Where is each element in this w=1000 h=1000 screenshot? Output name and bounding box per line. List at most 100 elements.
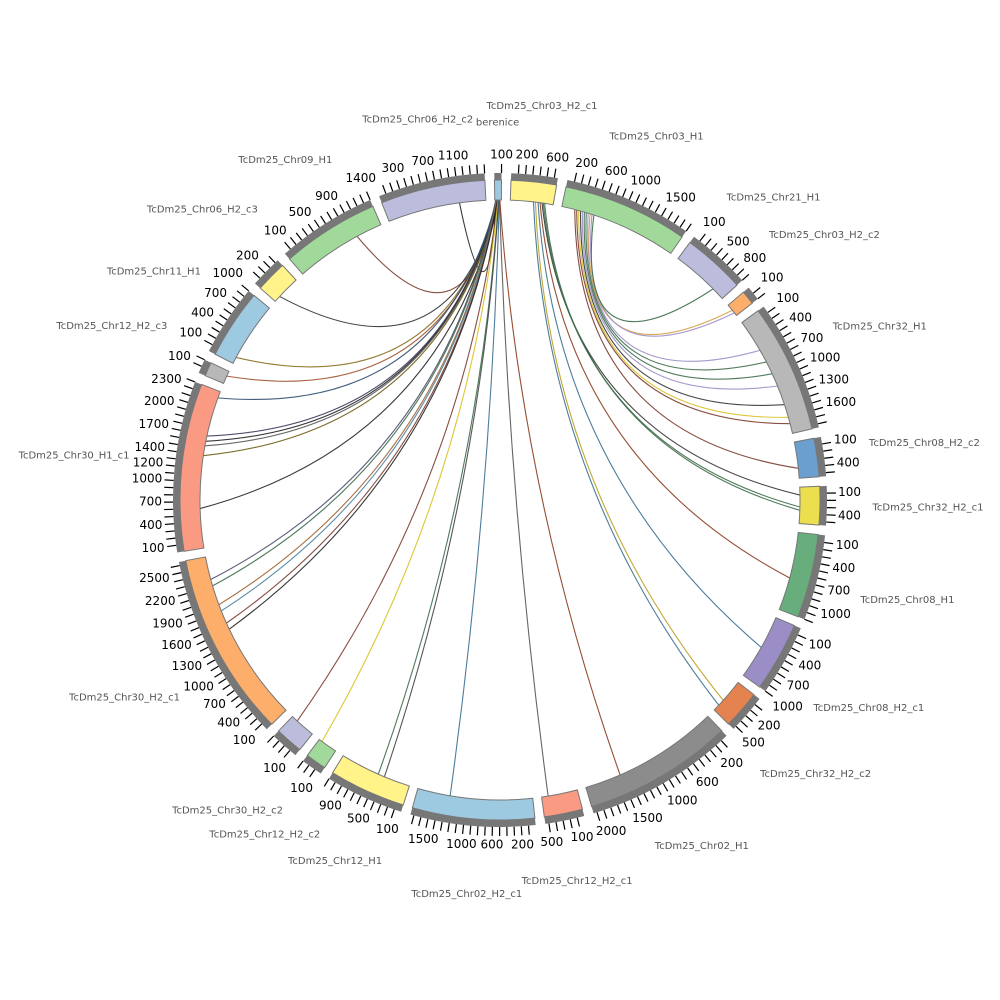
- segment-TcDm25_Chr30_H2_c1[interactable]: [170, 556, 287, 731]
- tick-mark: [165, 471, 175, 474]
- tick-mark: [616, 804, 622, 814]
- segment-block[interactable]: [381, 179, 487, 222]
- segment-TcDm25_Chr09_H1[interactable]: [284, 191, 382, 275]
- segment-block[interactable]: [277, 715, 313, 751]
- tick-mark: [164, 479, 174, 482]
- segment-block[interactable]: [509, 179, 558, 206]
- segment-block[interactable]: [493, 179, 502, 201]
- segment-TcDm25_Chr32_H2_c2[interactable]: [713, 681, 763, 733]
- tick-mark: [610, 807, 615, 817]
- segment-block[interactable]: [741, 310, 813, 434]
- segment-TcDm25_Chr03_H2_c1[interactable]: [509, 164, 558, 206]
- tick-mark: [389, 182, 394, 192]
- segment-block[interactable]: [677, 241, 738, 300]
- segment-TcDm25_Chr12_H2_c3[interactable]: [193, 355, 230, 385]
- tick-mark: [687, 767, 694, 776]
- link-ribbon: [590, 214, 714, 323]
- segment-block[interactable]: [185, 556, 287, 725]
- segment-TcDm25_Chr03_H2_c2[interactable]: [727, 287, 766, 317]
- tick-mark: [692, 763, 700, 772]
- segment-TcDm25_Chr06_H2_c2[interactable]: [379, 164, 487, 222]
- segment-axis-band: [328, 772, 404, 812]
- tick-mark: [780, 666, 790, 673]
- segment-TcDm25_Chr02_H1[interactable]: [585, 715, 728, 822]
- tick-mark: [181, 392, 191, 397]
- segment-TcDm25_Chr30_H1_c1[interactable]: [164, 378, 221, 553]
- tick-label: 100: [376, 822, 399, 836]
- tick-label: 1000: [183, 680, 214, 694]
- tick-mark: [710, 242, 718, 251]
- segment-TcDm25_Chr06_H2_c3[interactable]: [252, 255, 297, 303]
- segment-TcDm25_Chr08_H2_c2[interactable]: [793, 436, 835, 479]
- tick-label: 200: [575, 156, 598, 170]
- tick-label: 2300: [151, 372, 182, 386]
- segment-block[interactable]: [288, 205, 382, 275]
- tick-mark: [816, 413, 826, 418]
- tick-mark: [468, 165, 471, 175]
- segment-TcDm25_Chr12_H1[interactable]: [323, 755, 410, 819]
- segment-TcDm25_Chr32_H2_c1[interactable]: [798, 485, 837, 526]
- tick-mark: [219, 314, 228, 321]
- tick-mark: [784, 660, 793, 666]
- link-ribbon: [544, 203, 800, 511]
- tick-mark: [823, 549, 833, 552]
- tick-mark: [323, 778, 330, 787]
- tick-mark: [289, 237, 297, 245]
- segment-TcDm25_Chr02_H2_c1[interactable]: [410, 787, 536, 837]
- segment-block[interactable]: [306, 738, 337, 769]
- tick-mark: [196, 640, 206, 646]
- segment-block[interactable]: [793, 437, 820, 479]
- segment-block[interactable]: [259, 264, 297, 303]
- segment-TcDm25_Chr12_H2_c1[interactable]: [541, 789, 585, 833]
- segment-TcDm25_Chr21_H1[interactable]: [677, 233, 750, 300]
- segment-block[interactable]: [713, 681, 755, 725]
- segment-block[interactable]: [742, 617, 795, 688]
- segment-axis-band: [544, 809, 585, 824]
- tick-mark: [809, 605, 819, 610]
- tick-mark: [272, 740, 280, 748]
- segment-axis-band: [510, 173, 558, 186]
- link-ribbon: [206, 199, 498, 437]
- tick-label: 700: [787, 679, 810, 693]
- tick-mark: [424, 172, 428, 182]
- segment-labels-layer: bereniceTcDm25_Chr03_H2_c1TcDm25_Chr03_H…: [18, 101, 984, 900]
- tick-mark: [731, 263, 740, 271]
- segment-TcDm25_Chr11_H1[interactable]: [204, 284, 271, 365]
- tick-mark: [643, 793, 649, 802]
- segment-label: TcDm25_Chr30_H1_c1: [18, 450, 130, 461]
- segment-TcDm25_Chr30_H2_c2[interactable]: [267, 715, 313, 758]
- tick-mark: [203, 653, 212, 659]
- tick-mark: [699, 233, 706, 242]
- segment-block[interactable]: [727, 291, 753, 317]
- tick-mark: [349, 792, 355, 802]
- tick-label: 1500: [632, 811, 663, 825]
- tick-mark: [775, 319, 784, 325]
- tick-mark: [193, 362, 202, 367]
- segment-TcDm25_Chr08_H2_c1[interactable]: [742, 617, 807, 697]
- segment-block[interactable]: [798, 485, 821, 526]
- segment-label: TcDm25_Chr03_H2_c2: [768, 230, 880, 241]
- tick-mark: [186, 378, 196, 383]
- segment-block[interactable]: [204, 362, 230, 385]
- tick-label: 1400: [134, 440, 165, 454]
- segment-TcDm25_Chr12_H2_c2[interactable]: [297, 738, 337, 778]
- tick-label: 200: [758, 718, 781, 732]
- tick-mark: [267, 735, 275, 743]
- segment-TcDm25_Chr32_H1[interactable]: [741, 306, 827, 434]
- segment-TcDm25_Chr03_H1[interactable]: [561, 172, 692, 255]
- tick-mark: [777, 672, 786, 679]
- tick-mark: [461, 166, 464, 176]
- tick-label: 200: [720, 756, 743, 770]
- tick-label: 100: [838, 485, 861, 499]
- segment-block[interactable]: [585, 715, 723, 808]
- tick-mark: [284, 241, 291, 250]
- segment-block[interactable]: [214, 294, 271, 365]
- segment-block[interactable]: [541, 789, 584, 818]
- segment-TcDm25_Chr08_H1[interactable]: [778, 531, 834, 624]
- segment-label: berenice: [476, 117, 519, 128]
- tick-mark: [823, 449, 833, 452]
- segment-berenice[interactable]: [493, 164, 503, 201]
- tick-mark: [675, 775, 681, 784]
- tick-mark: [166, 537, 176, 540]
- tick-mark: [649, 790, 656, 799]
